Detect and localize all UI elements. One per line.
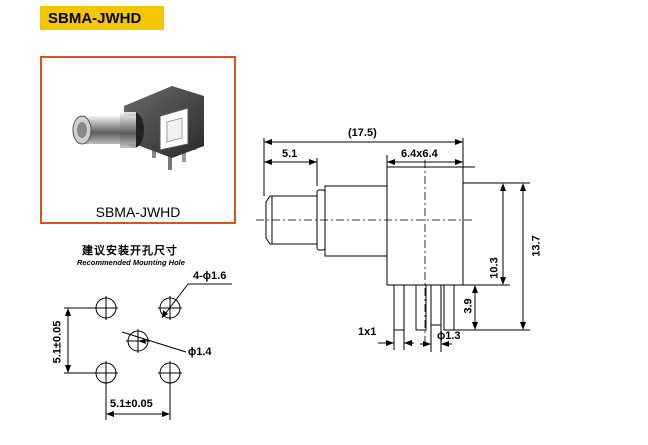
hole-bottom-left <box>95 362 117 384</box>
horizontal-pitch-label: 5.1±0.05 <box>110 398 153 410</box>
total-height-label: 13.7 <box>530 235 543 257</box>
product-photo-frame: SBMA-JWHD <box>40 56 236 224</box>
photo-caption: SBMA-JWHD <box>95 204 181 220</box>
pin-right <box>443 284 455 331</box>
overall-length-label: (17.5) <box>348 127 377 139</box>
connector-body <box>386 166 464 286</box>
connector-photo <box>72 86 204 170</box>
model-badge: SBMA-JWHD <box>40 6 164 30</box>
mounting-title-en: Recommended Mounting Hole <box>77 258 185 267</box>
hole-bottom-right <box>159 362 181 384</box>
pin-round-label: ϕ1.3 <box>437 330 461 342</box>
pin-mid <box>415 284 427 331</box>
plug-length-label: 5.1 <box>282 148 298 160</box>
vertical-pitch-label: 5.1±0.05 <box>51 320 64 364</box>
body-size-label: 6.4x6.4 <box>401 148 438 160</box>
mounting-title-cn: 建议安装开孔尺寸 <box>82 245 178 257</box>
hole-top-right <box>159 297 181 319</box>
plug-tip <box>265 195 318 245</box>
pin-center <box>430 284 442 326</box>
hole-top-left <box>95 297 117 319</box>
center-hole-diameter-label: ϕ1.4 <box>188 346 212 358</box>
pin-left <box>393 284 405 331</box>
pin-length-label: 3.9 <box>462 298 475 314</box>
hole-diameter-label: 4-ϕ1.6 <box>193 270 227 282</box>
pin-square-label: 1x1 <box>358 326 377 338</box>
body-height-label: 10.3 <box>488 257 501 279</box>
model-title: SBMA-JWHD <box>48 9 142 27</box>
hole-center <box>127 330 149 352</box>
